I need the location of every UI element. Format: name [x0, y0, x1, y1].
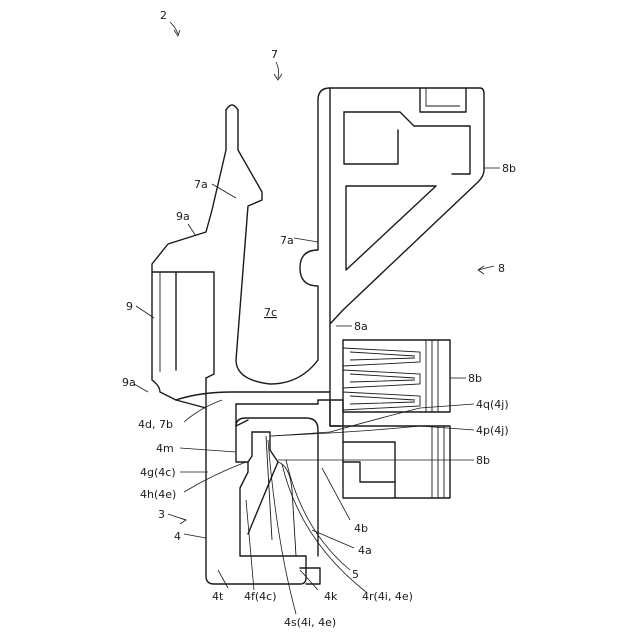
label-8b-mid: 8b [468, 372, 482, 385]
label-4b: 4b [354, 522, 368, 535]
label-9a-top: 9a [176, 210, 190, 223]
label-4t: 4t [212, 590, 224, 603]
terminal-block-upper [343, 340, 450, 412]
label-8a: 8a [354, 320, 368, 333]
label-4a: 4a [358, 544, 372, 557]
label-9a-bot: 9a [122, 376, 136, 389]
label-4p: 4p(4j) [476, 424, 509, 437]
label-7c: 7c [264, 306, 277, 319]
terminal-block-lower [343, 426, 450, 498]
label-7a-top: 7a [194, 178, 208, 191]
label-4q: 4q(4j) [476, 398, 509, 411]
label-4s: 4s(4i, 4e) [284, 616, 336, 629]
label-7a-mid: 7a [280, 234, 294, 247]
label-4k: 4k [324, 590, 338, 603]
label-2: 2 [160, 9, 167, 22]
label-8b-bot: 8b [476, 454, 490, 467]
label-4d-7b: 4d, 7b [138, 418, 173, 431]
leader-lines [134, 22, 500, 614]
label-4h: 4h(4e) [140, 488, 176, 501]
label-8: 8 [498, 262, 505, 275]
label-4: 4 [174, 530, 181, 543]
label-7: 7 [271, 48, 278, 61]
label-8b-top: 8b [502, 162, 516, 175]
label-4g: 4g(4c) [140, 466, 176, 479]
label-9: 9 [126, 300, 133, 313]
latch-4 [236, 418, 320, 584]
label-4r: 4r(4i, 4e) [362, 590, 413, 603]
label-4f: 4f(4c) [244, 590, 277, 603]
label-5: 5 [352, 568, 359, 581]
label-4m: 4m [156, 442, 174, 455]
lock-arm-7 [152, 105, 330, 584]
label-3: 3 [158, 508, 165, 521]
